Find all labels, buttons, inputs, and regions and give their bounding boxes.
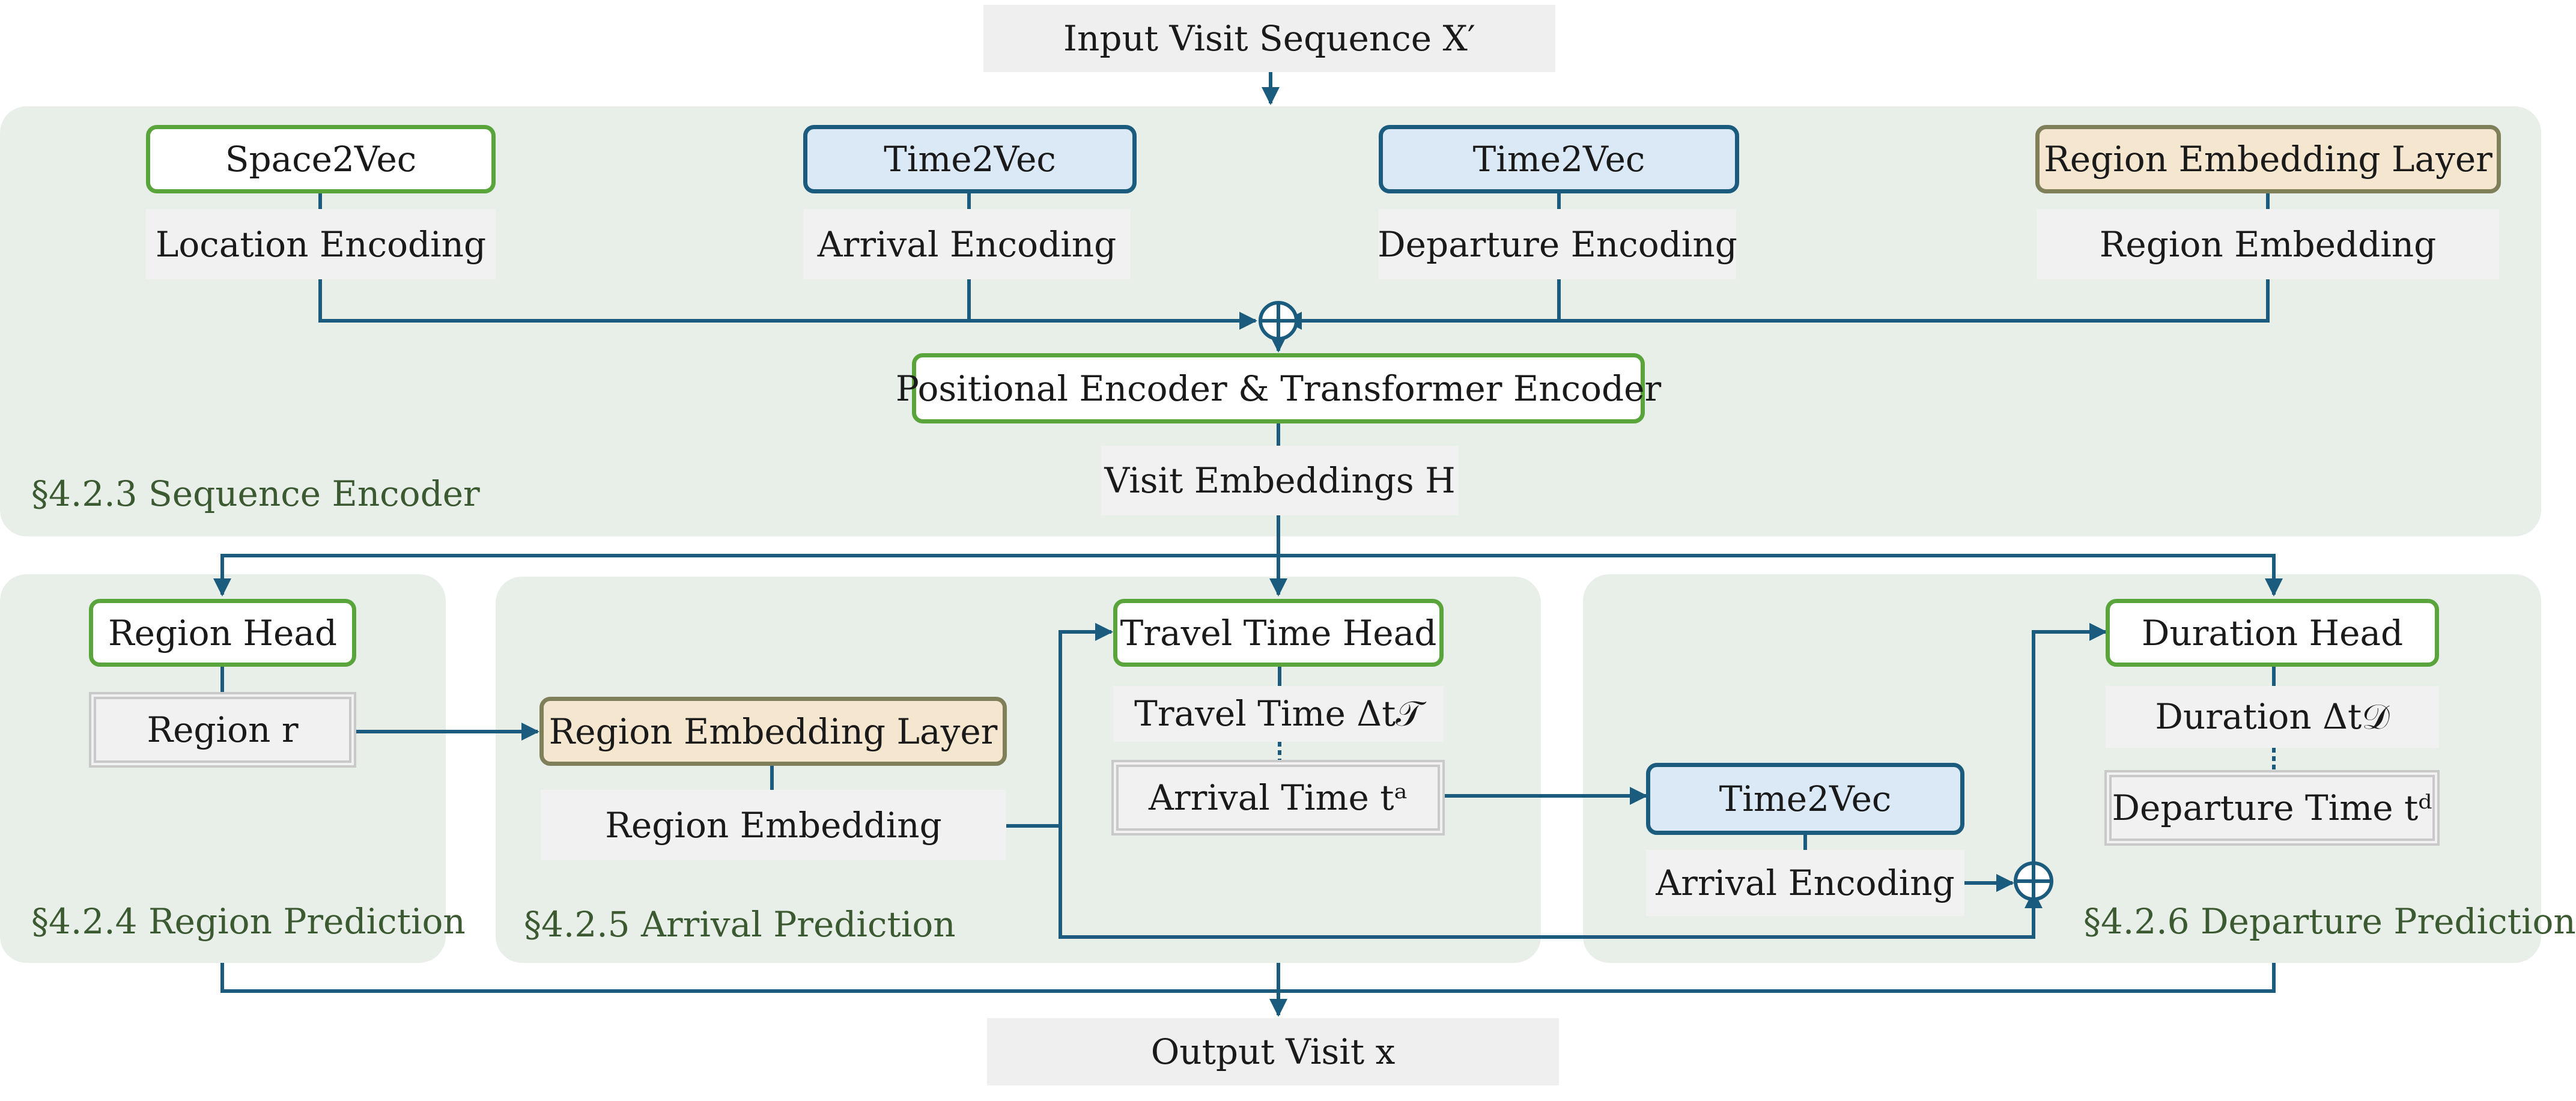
region-head-box: Region Head bbox=[89, 599, 356, 667]
wire-sum-to-duration bbox=[2032, 623, 2107, 865]
wire-emb-to-sum bbox=[1059, 826, 2043, 939]
wire-location bbox=[318, 279, 1257, 330]
location-encoding-box: Location Encoding bbox=[146, 209, 496, 279]
travel-time-head-box: Travel Time Head bbox=[1113, 599, 1444, 667]
time2vec-arrival-box: Time2Vec bbox=[803, 125, 1137, 193]
wire-region-out bbox=[220, 963, 2276, 993]
arrival-region-embedding-box: Region Embedding bbox=[541, 790, 1006, 860]
departure-encoding-box: Departure Encoding bbox=[1378, 209, 1737, 279]
wire-to-region-head bbox=[213, 554, 1278, 596]
departure-prediction-label: §4.2.6 Departure Prediction bbox=[2083, 901, 2576, 942]
region-embedding-box: Region Embedding bbox=[2037, 209, 2499, 279]
input-visit-sequence: Input Visit Sequence X′ bbox=[983, 5, 1555, 72]
duration-head-box: Duration Head bbox=[2106, 599, 2439, 667]
duration-box: Duration Δt𝒟 bbox=[2106, 686, 2439, 748]
departure-time-box: Departure Time tᵈ bbox=[2104, 770, 2440, 846]
arrival-prediction-label: §4.2.5 Arrival Prediction bbox=[524, 904, 956, 945]
sequence-encoder-label: §4.2.3 Sequence Encoder bbox=[31, 473, 480, 514]
region-embedding-layer-box: Region Embedding Layer bbox=[2035, 125, 2501, 193]
visit-embeddings-box: Visit Embeddings H bbox=[1101, 446, 1459, 515]
output-visit: Output Visit x bbox=[987, 1018, 1559, 1085]
region-prediction-label: §4.2.4 Region Prediction bbox=[31, 901, 466, 942]
departure-arrival-encoding-box: Arrival Encoding bbox=[1646, 850, 1964, 916]
wire-emb-to-travel bbox=[1006, 623, 1113, 828]
time2vec-departure-box: Time2Vec bbox=[1379, 125, 1739, 193]
space2vec-box: Space2Vec bbox=[146, 125, 496, 193]
sum-circle-encoder bbox=[1259, 301, 1298, 341]
arrival-time-box: Arrival Time tᵃ bbox=[1111, 760, 1445, 836]
wire-to-duration-head bbox=[1278, 554, 2283, 596]
transformer-encoder-box: Positional Encoder & Transformer Encoder bbox=[896, 353, 1661, 423]
travel-time-box: Travel Time Δt𝒯 bbox=[1113, 686, 1444, 742]
arrival-region-embedding-layer-box: Region Embedding Layer bbox=[539, 697, 1007, 766]
sum-circle-departure bbox=[2014, 861, 2053, 901]
wire-region-emb bbox=[1284, 279, 2270, 330]
region-output-box: Region r bbox=[89, 692, 356, 768]
arrival-encoding-box: Arrival Encoding bbox=[803, 209, 1131, 279]
departure-time2vec-box: Time2Vec bbox=[1646, 763, 1964, 835]
